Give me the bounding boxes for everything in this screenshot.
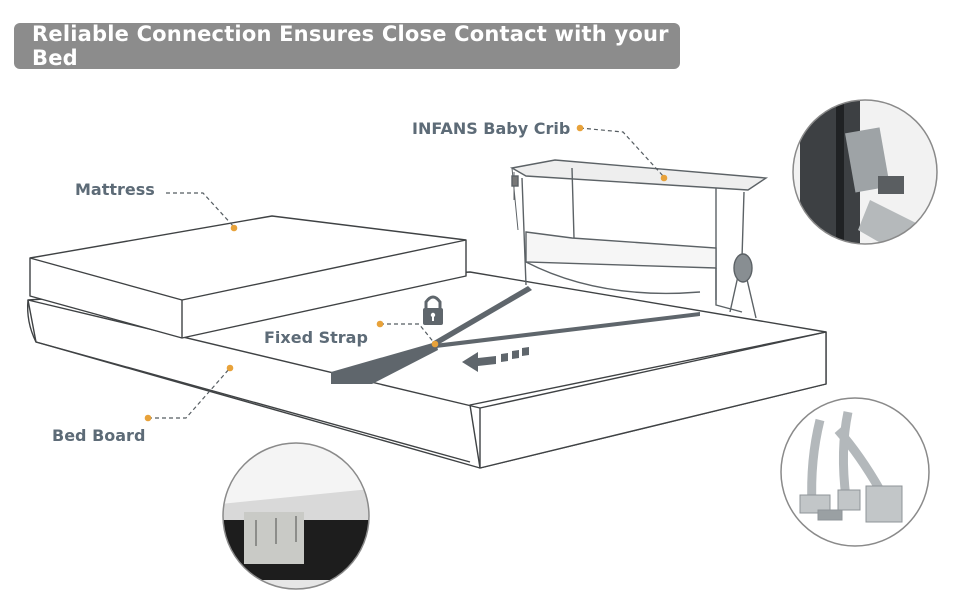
fixed-strap	[331, 286, 700, 384]
inset-straps	[780, 397, 930, 547]
baby-crib	[509, 159, 769, 319]
callout-dots	[144, 124, 668, 422]
banner-title: Reliable Connection Ensures Close Contac…	[32, 22, 669, 70]
inset-fabric	[222, 442, 370, 590]
inset-buckle	[792, 99, 938, 245]
crib-label: INFANS Baby Crib	[412, 119, 571, 138]
lock-icon	[423, 295, 443, 325]
title-banner: Reliable Connection Ensures Close Contac…	[14, 22, 680, 70]
arrow-left-icon	[462, 347, 529, 372]
bed-board-label: Bed Board	[52, 426, 146, 445]
mattress-label: Mattress	[75, 180, 155, 199]
callout-lines	[148, 127, 665, 419]
fixed-strap-label: Fixed Strap	[264, 328, 368, 347]
mattress	[29, 215, 467, 339]
